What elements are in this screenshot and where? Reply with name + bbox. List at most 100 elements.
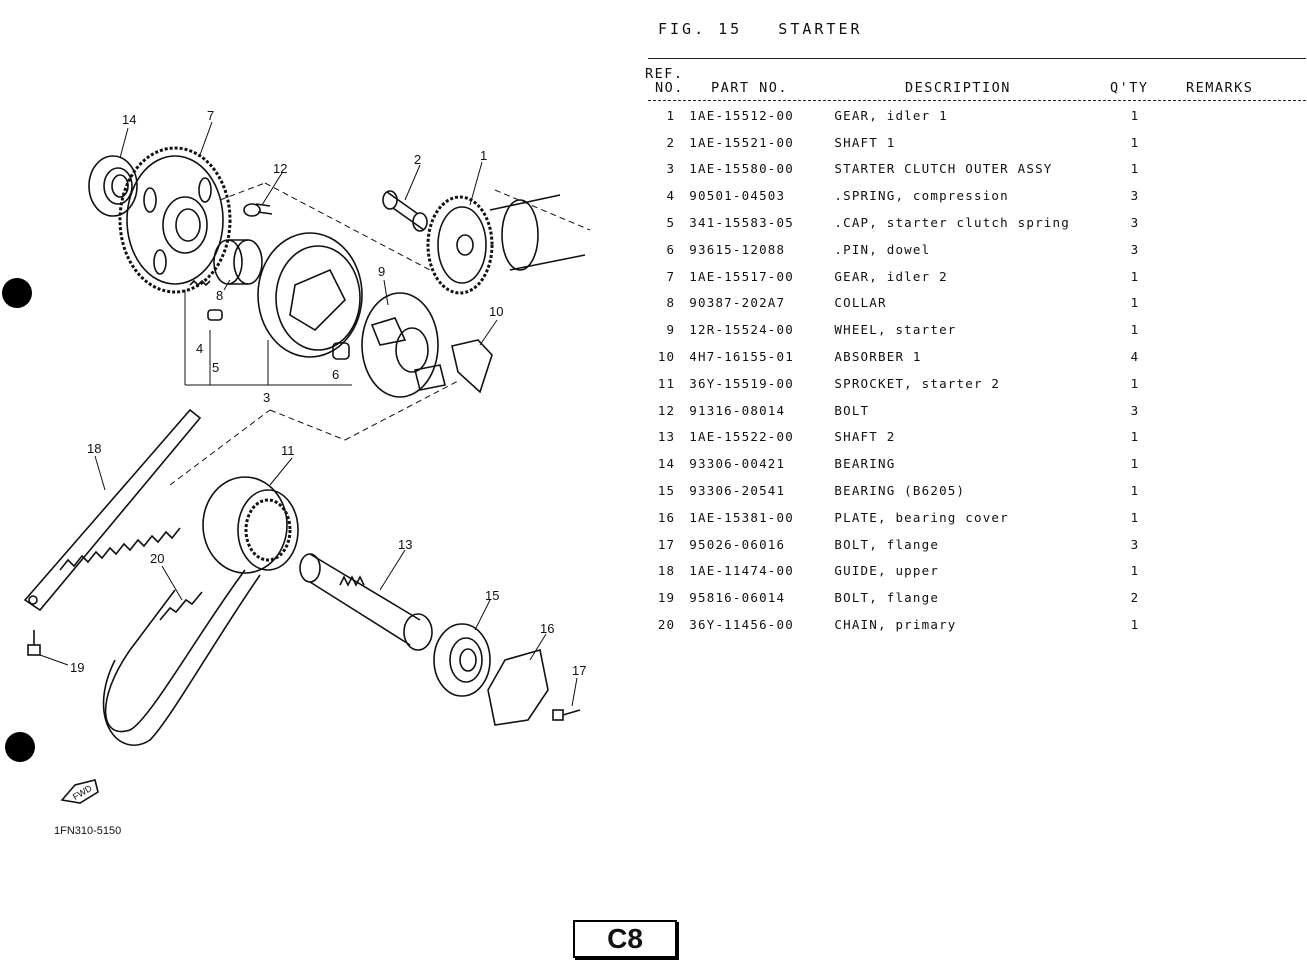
ref-cell: 17 xyxy=(657,536,676,552)
ref-cell: 10 xyxy=(657,349,676,365)
ref-cell: 16 xyxy=(657,509,676,525)
qty-cell: 1 xyxy=(1130,483,1140,499)
ref-cell: 8 xyxy=(666,295,676,311)
ref-cell: 20 xyxy=(657,617,676,633)
figure-title: FIG. 15 STARTER xyxy=(658,20,863,38)
qty-cell: 3 xyxy=(1130,241,1140,257)
column-header-ref-line1: REF. xyxy=(645,66,684,82)
part-6-dowel-pin xyxy=(332,342,350,360)
part-no-cell: 1AE-15512-00 xyxy=(689,107,794,123)
part-no-cell: 1AE-15580-00 xyxy=(689,161,794,177)
ref-cell: 12 xyxy=(657,402,676,418)
part-no-cell: 90387-202A7 xyxy=(689,295,786,311)
binder-hole-bottom xyxy=(5,732,35,762)
ref-cell: 1 xyxy=(666,107,676,123)
qty-cell: 1 xyxy=(1130,563,1140,579)
qty-cell: 1 xyxy=(1130,161,1140,177)
column-header-description: DESCRIPTION xyxy=(905,80,1011,96)
part-13-shaft-2 xyxy=(299,553,433,651)
part-no-cell: 1AE-11474-00 xyxy=(689,563,794,579)
part-9-starter-wheel xyxy=(361,292,446,398)
part-no-cell: 12R-15524-00 xyxy=(689,322,794,338)
column-header-remarks: REMARKS xyxy=(1186,80,1254,96)
qty-cell: 3 xyxy=(1130,402,1140,418)
ref-cell: 11 xyxy=(657,375,676,391)
callout-10: 10 xyxy=(489,304,503,319)
callout-17: 17 xyxy=(572,663,586,678)
description-cell: .PIN, dowel xyxy=(834,241,931,257)
qty-cell: 1 xyxy=(1130,134,1140,150)
description-cell: WHEEL, starter xyxy=(834,322,957,338)
column-header-part-no: PART NO. xyxy=(711,80,789,96)
callout-16: 16 xyxy=(540,621,554,636)
qty-cell: 3 xyxy=(1130,188,1140,204)
ref-cell: 14 xyxy=(657,456,676,472)
callout-8: 8 xyxy=(216,288,223,303)
part-no-cell: 1AE-15381-00 xyxy=(689,509,794,525)
exploded-view-diagram: 14 7 12 2 1 9 10 8 4 5 6 3 18 11 20 13 1… xyxy=(23,108,591,804)
ref-cell: 13 xyxy=(657,429,676,445)
qty-cell: 1 xyxy=(1130,375,1140,391)
column-header-qty: Q'TY xyxy=(1110,80,1149,96)
qty-cell: 1 xyxy=(1130,509,1140,525)
part-no-cell: 36Y-11456-00 xyxy=(689,617,794,633)
part-1-gear-idler-1 xyxy=(426,194,586,295)
callout-3: 3 xyxy=(263,390,270,405)
callout-15: 15 xyxy=(485,588,499,603)
description-cell: .CAP, starter clutch spring xyxy=(834,215,1070,231)
part-16-plate-bearing-cover xyxy=(487,648,549,726)
part-12-bolt xyxy=(243,203,273,217)
part-7-gear-idler-2 xyxy=(118,146,232,294)
qty-cell: 2 xyxy=(1130,590,1140,606)
description-cell: .SPRING, compression xyxy=(834,188,1009,204)
ref-cell: 3 xyxy=(666,161,676,177)
qty-cell: 1 xyxy=(1130,429,1140,445)
ref-cell: 5 xyxy=(666,215,676,231)
table-row: 3 1AE-15580-00 STARTER CLUTCH OUTER ASSY 1 xyxy=(648,156,1168,183)
fwd-arrow-icon xyxy=(60,779,99,804)
callout-13: 13 xyxy=(398,537,412,552)
part-11-sprocket-starter-2 xyxy=(202,476,299,574)
qty-cell: 1 xyxy=(1130,107,1140,123)
description-cell: BOLT, flange xyxy=(834,536,940,552)
description-cell: GEAR, idler 2 xyxy=(834,268,948,284)
part-4-5-spring-cap xyxy=(189,279,223,321)
binder-hole-top xyxy=(2,278,32,308)
qty-cell: 1 xyxy=(1130,456,1140,472)
page-code: C8 xyxy=(573,920,677,958)
part-no-cell: 95026-06016 xyxy=(689,536,786,552)
qty-cell: 3 xyxy=(1130,215,1140,231)
callout-7: 7 xyxy=(207,108,214,123)
part-no-cell: 90501-04503 xyxy=(689,188,786,204)
description-cell: ABSORBER 1 xyxy=(834,349,922,365)
column-header-ref-line2: NO. xyxy=(655,80,684,96)
ref-cell: 18 xyxy=(657,563,676,579)
part-no-cell: 4H7-16155-01 xyxy=(689,349,794,365)
part-17-bolt-flange xyxy=(552,709,581,721)
qty-cell: 1 xyxy=(1130,322,1140,338)
callout-11: 11 xyxy=(281,443,295,458)
part-19-bolt-flange xyxy=(27,630,41,656)
qty-cell: 3 xyxy=(1130,536,1140,552)
description-cell: COLLAR xyxy=(834,295,887,311)
callout-9: 9 xyxy=(378,264,385,279)
qty-cell: 1 xyxy=(1130,268,1140,284)
description-cell: BEARING (B6205) xyxy=(834,483,966,499)
description-cell: STARTER CLUTCH OUTER ASSY xyxy=(834,161,1053,177)
header-rule xyxy=(648,100,1306,101)
